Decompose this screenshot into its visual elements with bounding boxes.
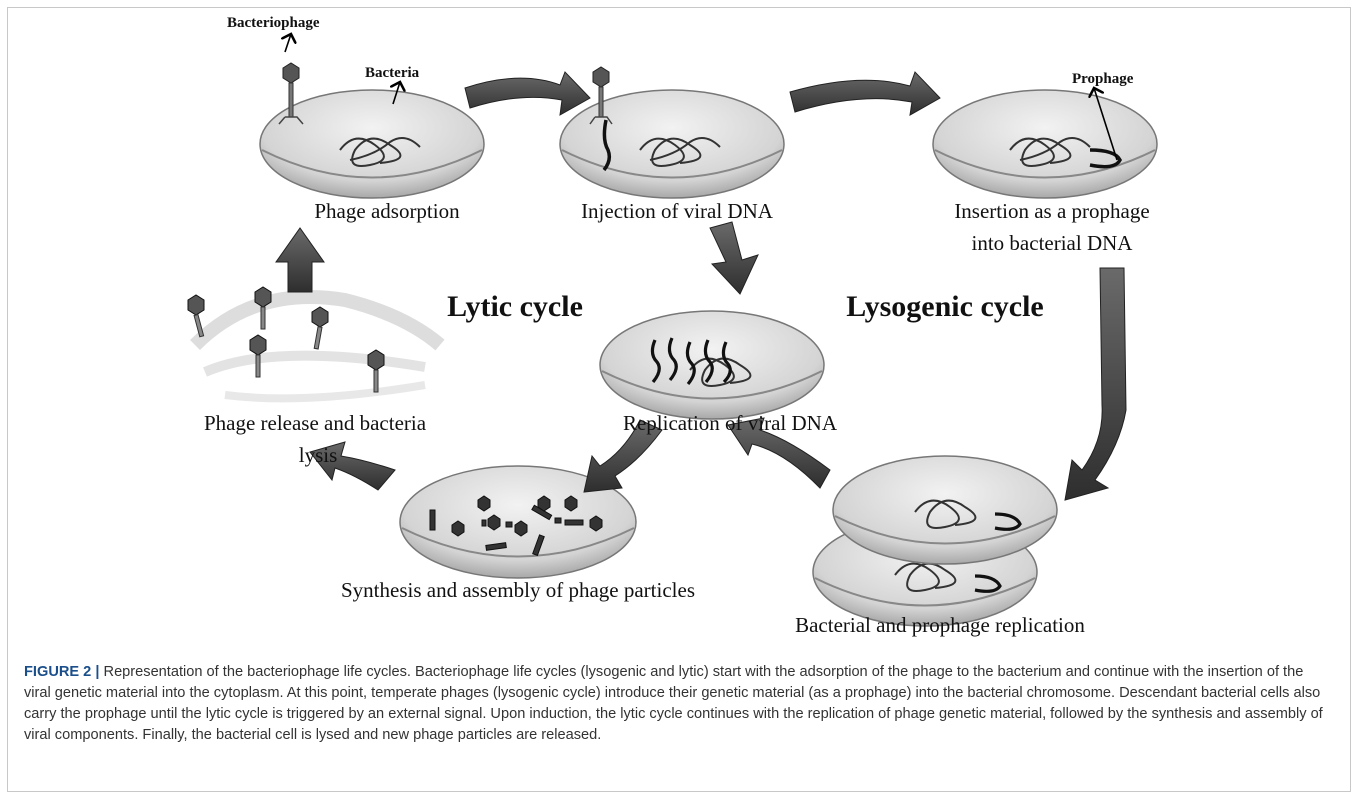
bacteria-label: Bacteria [365,65,420,81]
figure-label: FIGURE 2 [24,664,91,680]
bacteriophage-pointer [285,34,291,52]
step-insertion-label-line2: into bacterial DNA [972,231,1134,255]
step-synthesis-label: Synthesis and assembly of phage particle… [341,578,695,602]
arrow-injection-to-insertion [790,72,940,115]
arrow-release-to-adsorption [276,228,324,292]
lysogenic-cycle-label: Lysogenic cycle [846,290,1043,323]
step-adsorption-label: Phage adsorption [314,199,460,223]
cell-insertion [933,90,1157,198]
step-replication-label: Replication of viral DNA [623,411,838,435]
step-release-label-line1: Phage release and bacteria [204,411,427,435]
prophage-label: Prophage [1072,71,1134,87]
lysed-cell [188,287,440,398]
arrow-adsorption-to-injection [465,72,590,115]
figure-caption: FIGURE 2 | Representation of the bacteri… [24,662,1334,746]
cell-adsorption [260,63,484,198]
cell-replication [600,311,824,419]
cell-bacterial-replication [813,456,1057,626]
phage-life-cycle-diagram: Bacteriophage Bacteria Prophage Phage ad… [0,0,1358,660]
caption-text: Representation of the bacteriophage life… [24,664,1323,743]
arrow-insertion-down [1065,268,1126,500]
step-injection-label: Injection of viral DNA [581,199,774,223]
step-release-label-line2: lysis [299,443,338,467]
lytic-cycle-label: Lytic cycle [447,290,583,323]
bacteriophage-label: Bacteriophage [227,15,320,31]
arrow-injection-to-replication [710,222,758,294]
cell-injection [560,67,784,198]
step-insertion-label-line1: Insertion as a prophage [954,199,1149,223]
step-bacterial-replication-label: Bacterial and prophage replication [795,613,1085,637]
